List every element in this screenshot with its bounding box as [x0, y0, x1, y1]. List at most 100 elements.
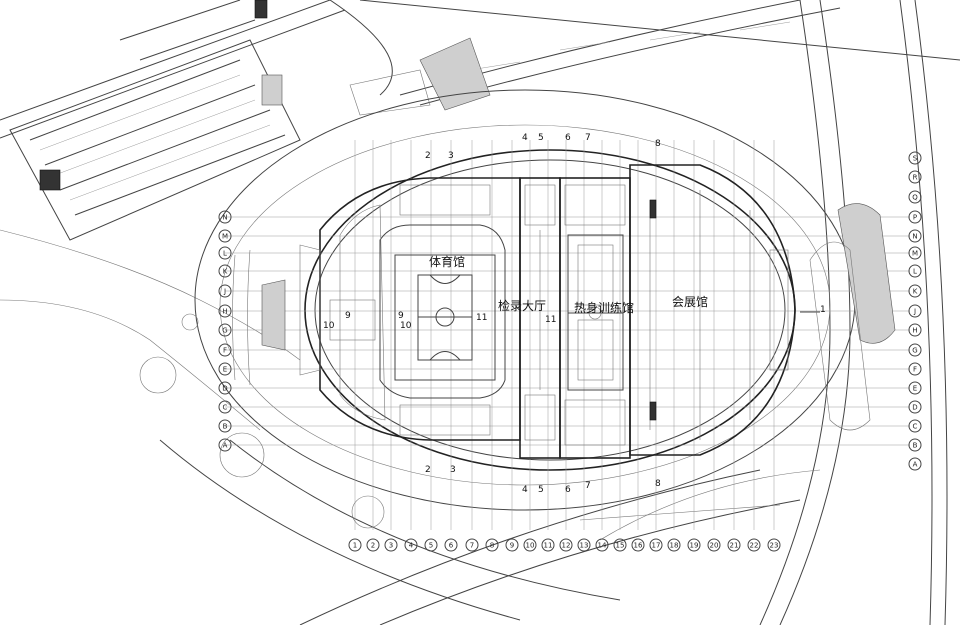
row-axis: J: [218, 284, 232, 298]
row-axis: F: [218, 343, 232, 357]
west-entrance-stairs: [232, 249, 286, 386]
section-marker: 9: [398, 311, 404, 321]
row-axis: M: [908, 246, 922, 260]
section-marker: 11: [545, 315, 556, 325]
row-axis: B: [908, 438, 922, 452]
column-axis-label: 13: [580, 542, 589, 550]
row-axis: D: [218, 381, 232, 395]
section-marker: 3: [448, 151, 454, 161]
row-axis-label: J: [913, 308, 916, 316]
exhibition-hall-label: 会展馆: [672, 294, 708, 309]
row-axis: N: [218, 210, 232, 224]
row-axis-label: D: [222, 385, 227, 393]
row-axis: F: [908, 362, 922, 376]
column-axis: 3: [384, 538, 398, 552]
column-axis: 16: [631, 538, 645, 552]
column-axis: 5: [424, 538, 438, 552]
row-axis: M: [218, 229, 232, 243]
column-axis: 2: [366, 538, 380, 552]
column-axis-label: 1: [353, 542, 357, 550]
section-marker: 2: [425, 465, 431, 475]
column-axis-label: 7: [470, 542, 474, 550]
row-axis-label: L: [913, 268, 917, 276]
row-axis-label: E: [223, 366, 227, 374]
row-axis-label: N: [222, 214, 227, 222]
section-marker: 5: [538, 133, 544, 143]
row-axis: N: [908, 229, 922, 243]
row-axes-east: A B C D E F G H J K L M N P Q R S: [908, 151, 922, 471]
section-marker: 9: [345, 311, 351, 321]
column-axis-label: 6: [449, 542, 454, 550]
row-axis-label: J: [223, 288, 226, 296]
section-marker: 1: [820, 305, 826, 315]
column-axis-label: 8: [490, 542, 494, 550]
column-axis: 14: [595, 538, 609, 552]
row-axis-label: H: [222, 308, 227, 316]
section-marker: 10: [323, 321, 335, 331]
column-axis-label: 11: [544, 542, 553, 550]
row-axis: E: [218, 362, 232, 376]
row-axis: E: [908, 381, 922, 395]
row-axis-label: K: [913, 288, 918, 296]
row-axis: P: [908, 210, 922, 224]
column-axis-label: 17: [652, 542, 661, 550]
section-marker: 8: [655, 139, 661, 149]
row-axes-west: A B C D E F G H J K L M N: [218, 210, 232, 452]
column-axis-label: 23: [770, 542, 779, 550]
column-axis-label: 2: [371, 542, 375, 550]
row-axis-label: F: [223, 347, 227, 355]
column-axis-label: 5: [429, 542, 433, 550]
column-axis-label: 22: [750, 542, 759, 550]
row-axis-label: M: [912, 250, 918, 258]
row-axis-label: K: [223, 268, 228, 276]
row-axis: J: [908, 304, 922, 318]
row-axis-label: S: [913, 155, 918, 163]
column-axis-label: 10: [526, 542, 535, 550]
section-marker: 2: [425, 151, 431, 161]
column-axis: 4: [404, 538, 418, 552]
column-axis: 11: [541, 538, 555, 552]
row-axis: L: [908, 264, 922, 278]
row-axis: D: [908, 400, 922, 414]
section-marker: 6: [565, 133, 571, 143]
row-axis-label: G: [222, 327, 227, 335]
building-footprint: [304, 149, 796, 471]
row-axis: G: [908, 343, 922, 357]
structural-grid: [225, 140, 910, 530]
row-axis: K: [908, 284, 922, 298]
section-marker: 11: [476, 313, 487, 323]
section-marker: 8: [655, 479, 661, 489]
parking-lot: [9, 0, 301, 241]
gymnasium-block: [299, 177, 521, 441]
row-axis: Q: [908, 190, 922, 204]
building-inner-edge: [314, 159, 786, 461]
gymnasium-label: 体育馆: [429, 254, 465, 269]
row-axis: S: [908, 151, 922, 165]
row-axis-label: A: [223, 442, 228, 450]
column-axis-label: 12: [562, 542, 571, 550]
row-axis-label: F: [913, 366, 917, 374]
column-axis: 9: [505, 538, 519, 552]
column-axis: 1: [348, 538, 362, 552]
column-axis-label: 20: [710, 542, 719, 550]
column-axes: 1 2 3 4 5 6 7 8: [348, 538, 781, 552]
row-axis-label: C: [223, 404, 228, 412]
column-axis: 17: [649, 538, 663, 552]
row-axis-label: C: [913, 423, 918, 431]
column-axis: 10: [523, 538, 537, 552]
row-axis-label: P: [913, 214, 917, 222]
trees: [139, 313, 385, 529]
column-axis-label: 3: [389, 542, 393, 550]
row-axis: A: [908, 457, 922, 471]
column-axis-label: 15: [616, 542, 625, 550]
row-axis-label: D: [912, 404, 917, 412]
row-axis-label: N: [912, 233, 917, 241]
column-axis: 13: [577, 538, 591, 552]
column-axis: 15: [613, 538, 627, 552]
column-axis-label: 14: [598, 542, 607, 550]
plaza-ring: [219, 124, 831, 486]
column-axis: 20: [707, 538, 721, 552]
column-axis: 23: [767, 538, 781, 552]
warmup-hall-label: 热身训练馆: [574, 300, 634, 315]
